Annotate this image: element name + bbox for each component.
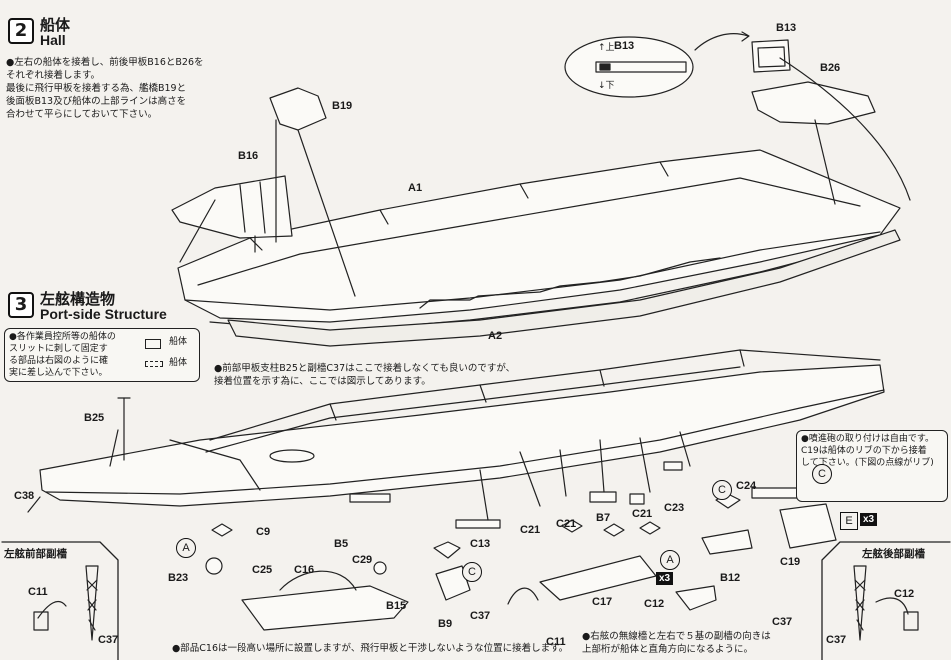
deck-b16-drawing	[171, 175, 293, 239]
hull-a1-drawing	[177, 149, 901, 333]
deck-b26-drawing	[751, 81, 876, 125]
part-label-c37-c: C37	[98, 634, 119, 646]
part-label-b5: B5	[334, 538, 349, 550]
inset-down-label: ↓下	[598, 81, 615, 91]
part-label-c12-a: C12	[644, 598, 665, 610]
step-2-title-en: Hall	[40, 32, 66, 48]
part-label-a2: A2	[488, 330, 503, 342]
rocket-note: ●噴進砲の取り付けは自由です。 C19は船体のリブの下から接着 して下さい。(下…	[801, 434, 934, 468]
part-label-c37-b: C37	[772, 616, 793, 628]
step-2-number: 2	[8, 18, 34, 44]
part-label-b12: B12	[720, 572, 741, 584]
bridge-b19-drawing	[269, 87, 327, 131]
inset-left-title: 左舷前部副檣	[4, 548, 67, 560]
quantity-x3-a: x3	[656, 572, 674, 585]
part-label-c25: C25	[252, 564, 273, 576]
slot-note: ●各作業員控所等の船体の スリットに刺して固定す る部品は右図のように確 実に差…	[9, 332, 116, 378]
subassembly-marker-a-2: A	[660, 550, 680, 570]
part-label-c37-d: C37	[826, 634, 847, 646]
step-2-note: ●左右の船体を接着し、前後甲板B16とB26を それぞれ接着します。 最後に飛行…	[6, 57, 204, 120]
part-label-c21-a: C21	[520, 524, 541, 536]
step-3-number: 3	[8, 292, 34, 318]
inset-right-title: 左舷後部副檣	[862, 548, 925, 560]
step-2-title-jp: 船体	[40, 16, 71, 34]
part-label-b23: B23	[168, 572, 189, 584]
slot-diagram-1	[145, 339, 161, 349]
part-label-c24: C24	[736, 480, 757, 492]
part-label-b15: B15	[386, 600, 407, 612]
mast-note: ●右舷の無線檣と左右で５基の副檣の向きは 上部桁が船体と直角方向になるように。	[582, 631, 771, 655]
part-label-c23: C23	[664, 502, 685, 514]
inset-up-label: ↑上	[598, 43, 615, 53]
slot-note-box: ●各作業員控所等の船体の スリットに刺して固定す る部品は右図のように確 実に差…	[4, 328, 200, 382]
slot-label-2: 船体	[169, 358, 188, 368]
part-label-b25: B25	[84, 412, 105, 424]
part-label-c21-c: C21	[632, 508, 653, 520]
part-label-b19: B19	[332, 100, 353, 112]
hull-a2-drawing	[227, 229, 901, 347]
subassembly-marker-c-2: C	[712, 480, 732, 500]
part-label-c16: C16	[294, 564, 315, 576]
part-label-b9: B9	[438, 618, 453, 630]
slot-diagram-2	[145, 361, 163, 367]
panel-b13-drawing	[751, 39, 791, 73]
part-label-c11-a: C11	[546, 636, 566, 648]
part-label-c9: C9	[256, 526, 271, 538]
step-3-title-en: Port-side Structure	[40, 306, 167, 322]
lattice-mast-left	[85, 565, 99, 641]
port-hull-drawing	[39, 349, 885, 507]
part-label-b26: B26	[820, 62, 841, 74]
inset-b13-title: B13	[614, 40, 635, 52]
slot-label-1: 船体	[169, 337, 188, 347]
lattice-mast-right	[853, 565, 867, 641]
subassembly-marker-c-3: C	[812, 464, 832, 484]
part-label-a1: A1	[408, 182, 423, 194]
part-label-c21-b: C21	[556, 518, 577, 530]
part-label-c29: C29	[352, 554, 373, 566]
part-label-b16: B16	[238, 150, 259, 162]
part-label-c38: C38	[14, 490, 35, 502]
quantity-x3-e: x3	[860, 513, 878, 526]
part-label-b7: B7	[596, 512, 611, 524]
part-label-c11-b: C11	[28, 586, 48, 598]
subassembly-marker-a-1: A	[176, 538, 196, 558]
small-parts-drawing	[205, 449, 917, 631]
part-label-c13: C13	[470, 538, 491, 550]
step-3-title-jp: 左舷構造物	[40, 290, 116, 308]
step-3-main-note: ●前部甲板支柱B25と副檣C37はここで接着しなくても良いのですが、 接着位置を…	[214, 363, 516, 387]
part-label-c19: C19	[780, 556, 801, 568]
part-label-c17: C17	[592, 596, 613, 608]
subassembly-marker-c-1: C	[462, 562, 482, 582]
part-label-c12-b: C12	[894, 588, 915, 600]
b13-detail-inset	[564, 36, 694, 98]
c16-note: ●部品C16は一段高い場所に設置しますが、飛行甲板と干渉しないような位置に接着し…	[172, 643, 569, 654]
part-label-b13: B13	[776, 22, 797, 34]
subassembly-marker-e: E	[840, 512, 858, 530]
part-label-c37-a: C37	[470, 610, 491, 622]
